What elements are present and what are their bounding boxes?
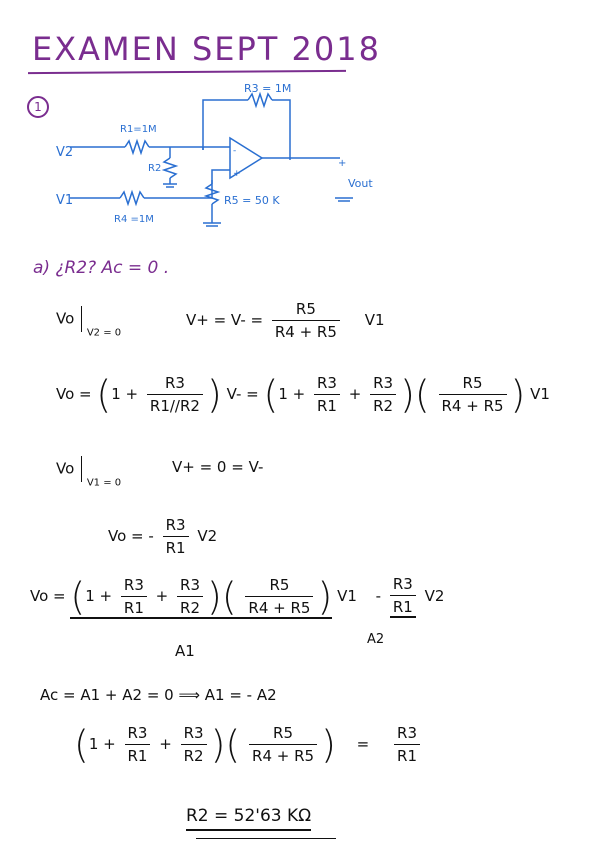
title-underline <box>27 69 347 75</box>
r1-label: R1=1M <box>120 124 157 135</box>
ac-equation: Ac = A1 + A2 = 0 ⟹ A1 = - A2 <box>40 686 277 704</box>
r5-label: R5 = 50 K <box>224 194 280 207</box>
problem-number: 1 <box>27 96 49 118</box>
result-double-underline <box>196 838 336 839</box>
circuit-diagram: R3 = 1M R1=1M R2 R4 =1M R5 = 50 K V2 V1 … <box>56 82 373 227</box>
r3-label: R3 = 1M <box>244 82 291 95</box>
a1-label: A1 <box>175 642 195 660</box>
question-a: a) ¿R2? Ac = 0 . <box>33 258 170 278</box>
vplus-zero: V+ = 0 = V- <box>172 458 264 476</box>
page-title: EXAMEN SEPT 2018 <box>32 30 381 68</box>
v1-label: V1 <box>56 193 73 208</box>
r4-label: R4 =1M <box>114 214 154 225</box>
vout-plus: + <box>338 158 346 169</box>
r2-label: R2 <box>148 163 161 174</box>
a2-label: A2 <box>367 632 385 647</box>
vo-v2zero: Vo V2 = 0 <box>56 306 121 339</box>
opamp-plus: + <box>233 169 241 179</box>
v2-label: V2 <box>56 145 73 160</box>
vout-label: Vout <box>348 177 373 190</box>
result: R2 = 52'63 KΩ <box>186 806 312 831</box>
opamp-minus: - <box>233 146 236 156</box>
vo-v1zero: Vo V1 = 0 <box>56 456 121 489</box>
